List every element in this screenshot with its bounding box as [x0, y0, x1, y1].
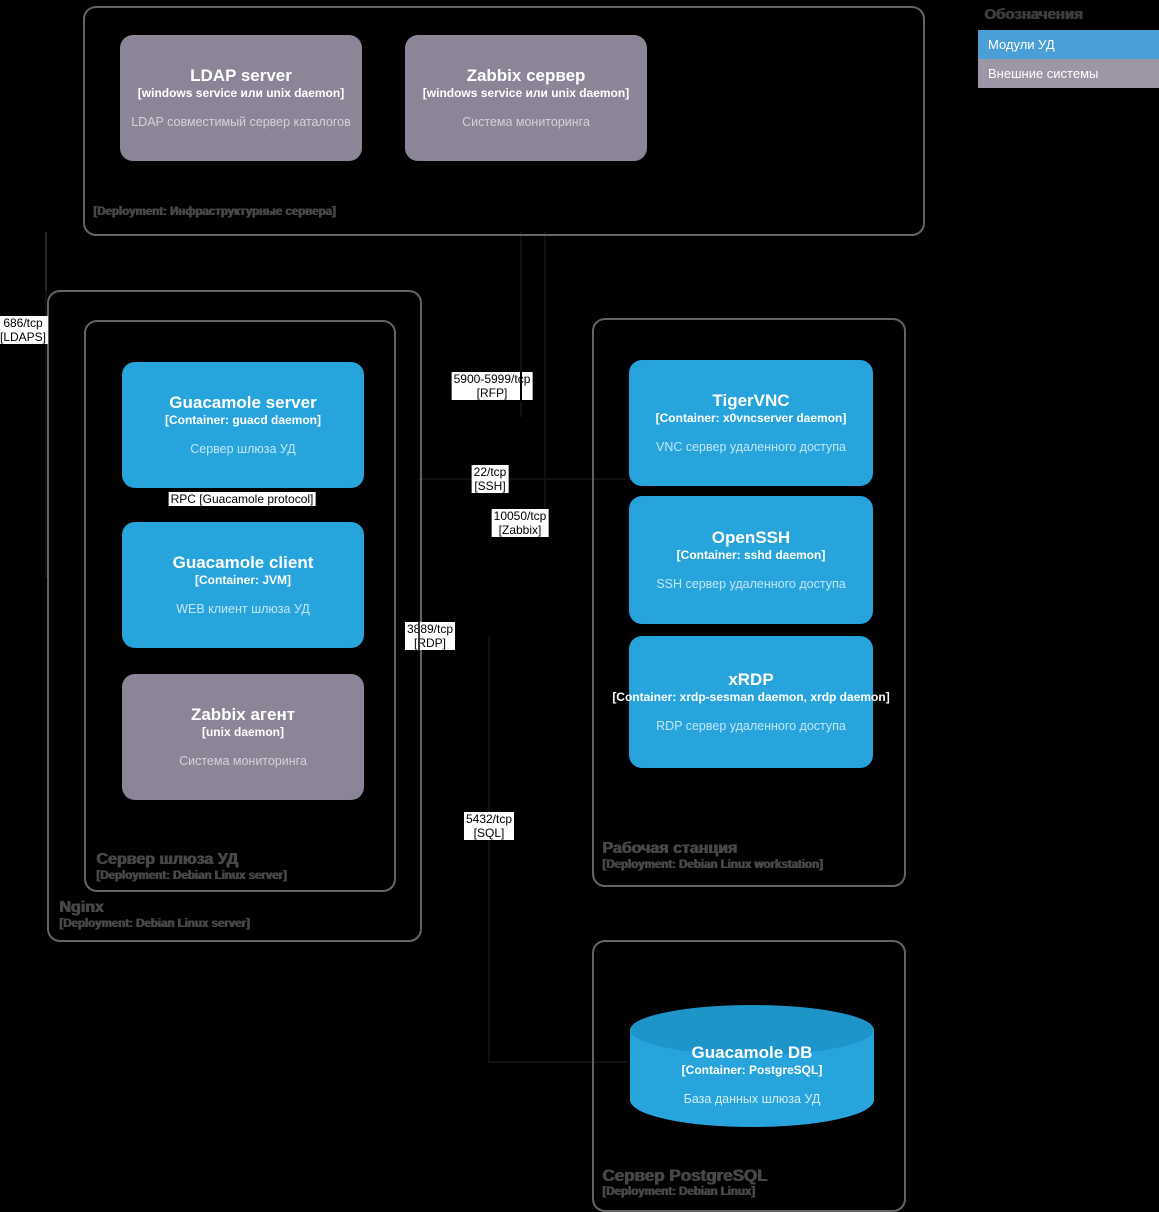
node-openssh: OpenSSH [Container: sshd daemon] SSH сер… [629, 496, 873, 624]
edge-label-zabbix: 10050/tcp [Zabbix] [491, 509, 549, 537]
node-guacamole-db: Guacamole DB [Container: PostgreSQL] Баз… [630, 1005, 874, 1127]
node-technology: [Container: guacd daemon] [164, 413, 321, 427]
edge-label-protocol: [RDP] [413, 636, 447, 650]
group-deployment-label: [Deployment: Debian Linux server] [96, 870, 287, 882]
node-technology: [Container: JVM] [195, 573, 291, 587]
node-tigervnc: TigerVNC [Container: x0vncserver daemon]… [629, 360, 873, 486]
edge-line-zabbix [544, 232, 546, 510]
edge-label-sql: 5432/tcp [SQL] [463, 812, 515, 840]
node-title: OpenSSH [711, 528, 791, 547]
group-gateway-server: Guacamole server [Container: guacd daemo… [84, 320, 396, 892]
node-xrdp: xRDP [Container: xrdp-sesman daemon, xrd… [612, 636, 890, 768]
edge-label-port: 686/tcp [3, 316, 43, 330]
edge-line-sql-horizontal [488, 1061, 628, 1063]
database-text: Guacamole DB [Container: PostgreSQL] Баз… [630, 1005, 874, 1127]
node-title: Guacamole DB [691, 1043, 813, 1062]
group-deployment-label: [Deployment: Debian Linux server] [59, 918, 250, 930]
node-description: Система мониторинга [179, 754, 307, 768]
edge-line-ldaps [45, 232, 47, 290]
edge-label-ssh: 22/tcp [SSH] [471, 465, 509, 493]
legend-title: Обозначения [984, 6, 1083, 23]
node-technology: [unix daemon] [201, 725, 284, 739]
edge-line-rfp-over-label [520, 371, 522, 402]
node-ldap-server: LDAP server [windows service или unix da… [120, 35, 362, 161]
node-guacamole-server: Guacamole server [Container: guacd daemo… [122, 362, 364, 488]
edge-label-port: 22/tcp [473, 465, 507, 479]
node-title: TigerVNC [712, 391, 790, 410]
group-title: Nginx [59, 899, 104, 916]
node-title: Guacamole server [169, 393, 317, 412]
group-caption: Nginx [Deployment: Debian Linux server] [59, 898, 249, 932]
database-cylinder-top [630, 1005, 874, 1055]
edge-line-rfp [520, 232, 522, 417]
node-description: База данных шлюза УД [683, 1092, 821, 1106]
legend-item-external: Внешние системы [978, 59, 1159, 88]
legend: Модули УД Внешние системы [978, 30, 1159, 88]
group-deployment-label: [Deployment: Debian Linux workstation] [602, 859, 823, 871]
node-title: Zabbix агент [190, 705, 296, 724]
node-description: LDAP совместимый сервер каталогов [131, 115, 351, 129]
nginx-border-over-rdp-label [418, 621, 420, 651]
edge-label-port: 10050/tcp [493, 509, 547, 523]
node-description: Сервер шлюза УД [190, 442, 296, 456]
edge-label-rdp: 3889/tcp [RDP] [404, 622, 456, 650]
edge-label-port: 5900-5999/tcp [453, 372, 531, 386]
node-technology: [windows service или unix daemon] [137, 86, 345, 100]
edge-label-port: 5432/tcp [465, 812, 513, 826]
edge-line-sql [488, 636, 490, 1063]
edge-label-protocol: [SQL] [473, 826, 505, 840]
edge-label-protocol: [LDAPS] [0, 330, 47, 344]
node-title: LDAP server [190, 66, 292, 85]
node-description: WEB клиент шлюза УД [176, 602, 310, 616]
edge-line-ssh [418, 478, 627, 480]
group-caption: [Deployment: Инфраструктурные сервера] [93, 205, 335, 220]
edge-line-ldaps-lower [45, 290, 47, 578]
node-description: RDP сервер удаленного доступа [656, 719, 846, 733]
group-caption: Сервер шлюза УД [Deployment: Debian Linu… [96, 850, 286, 884]
node-title: xRDP [728, 670, 774, 689]
node-description: SSH сервер удаленного доступа [656, 577, 846, 591]
group-caption: Сервер PostgreSQL [Deployment: Debian Li… [602, 1166, 767, 1200]
group-title: Сервер шлюза УД [96, 851, 238, 868]
node-technology: [Container: x0vncserver daemon] [655, 411, 847, 425]
node-technology: [Container: sshd daemon] [676, 548, 826, 562]
legend-item-modules: Модули УД [978, 30, 1159, 59]
node-technology: [Container: PostgreSQL] [681, 1063, 823, 1077]
group-infrastructure-servers: LDAP server [windows service или unix da… [83, 6, 925, 236]
group-deployment-label: [Deployment: Инфраструктурные сервера] [93, 206, 336, 218]
node-title: Zabbix сервер [466, 66, 586, 85]
edge-label-port: 3889/tcp [406, 622, 454, 636]
edge-label-rpc: RPC [Guacamole protocol] [168, 492, 316, 506]
group-deployment-label: [Deployment: Debian Linux] [602, 1186, 755, 1198]
edge-label-protocol: [SSH] [474, 479, 506, 493]
group-caption: Рабочая станция [Deployment: Debian Linu… [602, 839, 822, 873]
edge-label-protocol: [Zabbix] [498, 523, 542, 537]
node-title: Guacamole client [172, 553, 314, 572]
node-description: Система мониторинга [462, 115, 590, 129]
node-zabbix-agent: Zabbix агент [unix daemon] Система монит… [122, 674, 364, 800]
group-title: Сервер PostgreSQL [602, 1166, 768, 1185]
edge-label-protocol: RPC [Guacamole protocol] [170, 492, 314, 506]
node-technology: [windows service или unix daemon] [422, 86, 630, 100]
edge-label-rfp: 5900-5999/tcp [RFP] [451, 372, 533, 400]
node-description: VNC сервер удаленного доступа [655, 440, 847, 454]
edge-label-protocol: [RFP] [476, 386, 508, 400]
edge-label-ldaps: 686/tcp [LDAPS] [0, 316, 49, 344]
group-nginx: Guacamole server [Container: guacd daemo… [47, 290, 422, 942]
node-guacamole-client: Guacamole client [Container: JVM] WEB кл… [122, 522, 364, 648]
node-technology: [Container: xrdp-sesman daemon, xrdp dae… [612, 690, 890, 704]
group-postgresql-server: Guacamole DB [Container: PostgreSQL] Баз… [592, 940, 906, 1212]
node-zabbix-server: Zabbix сервер [windows service или unix … [405, 35, 647, 161]
group-title: Рабочая станция [602, 840, 737, 857]
group-workstation: TigerVNC [Container: x0vncserver daemon]… [592, 318, 906, 887]
